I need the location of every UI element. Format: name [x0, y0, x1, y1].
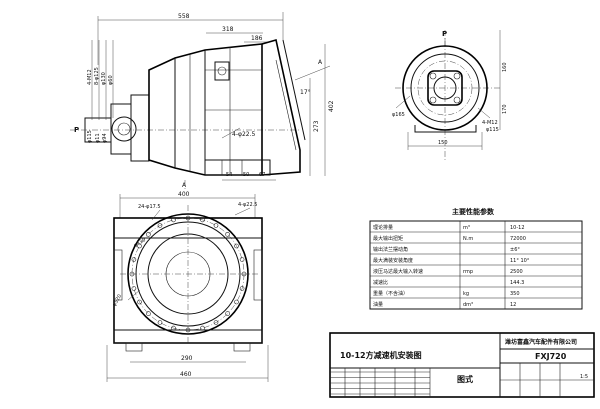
left-dimension-stack: 4-M12 8-φ125 φ130 φ60 φ115 φ11 φ94	[87, 40, 114, 143]
param-unit: rmp	[463, 269, 473, 275]
param-unit: kg	[463, 291, 469, 297]
hole-note-side: 4-φ22.5	[232, 131, 255, 138]
end-dim-phi165: φ165	[392, 112, 405, 118]
bolt-hole	[213, 320, 219, 325]
param-value: 10-12	[510, 225, 525, 231]
param-value: 12	[510, 302, 516, 308]
plan-holes-24: 24-φ17.5	[138, 204, 161, 210]
param-value: 2500	[510, 269, 523, 275]
param-name: 重量（不含油）	[373, 290, 408, 297]
dim-phi11: φ11	[95, 133, 101, 143]
bolt-hole	[129, 271, 135, 277]
bolt-hole	[137, 243, 142, 249]
bolt-hole	[225, 311, 230, 316]
dim-186: 186	[251, 35, 263, 42]
bolt-hole	[157, 223, 163, 228]
parameter-table: 主要性能参数 理论排量 m³ 10-12 最大输出扭矩 N.m 72000 输出法兰摆动角 ±…	[369, 207, 583, 310]
plan-dim-460: 460	[180, 371, 192, 378]
param-name: 油量	[373, 301, 383, 308]
bolt-hole	[157, 320, 163, 325]
bolt-hole	[137, 299, 142, 305]
plan-holes-4: 4-φ22.5	[238, 202, 257, 208]
dim-558: 558	[178, 13, 190, 20]
end-flange-square	[427, 70, 463, 106]
end-dim-phi115: φ115	[486, 127, 499, 133]
bolt-hole	[239, 257, 245, 262]
mounting-foot	[204, 159, 271, 176]
bolt-hole	[234, 243, 239, 249]
dim-phi94: φ94	[102, 133, 108, 143]
bolt-hole	[213, 223, 219, 228]
bolt-hole	[185, 215, 191, 221]
bolt-hole	[131, 257, 137, 262]
motor-flange	[110, 103, 132, 155]
label-a-top: A	[318, 59, 323, 66]
drawing-title: 10-12方减速机安装图	[340, 350, 422, 360]
dim-4-m12: 4-M12	[87, 69, 93, 85]
model-number: FXJ720	[535, 352, 567, 361]
param-name: 减速比	[373, 279, 388, 286]
param-unit: N.m	[463, 236, 473, 242]
label-p-side: P	[74, 126, 79, 134]
end-dim-4-m12: 4-M12	[482, 120, 498, 126]
plan-dia-520: φ520	[112, 294, 124, 308]
param-name: 液压马达最大输入转速	[373, 268, 423, 275]
bolt-hole	[200, 217, 205, 223]
company-name: 潍坊富鑫汽车配件有限公司	[505, 338, 577, 346]
plan-view: 400 24-φ17.5 4-φ22.5 φ520 φ430 290	[106, 191, 269, 382]
param-title: 主要性能参数	[452, 207, 495, 216]
title-block: 潍坊富鑫汽车配件有限公司 10-12方减速机安装图 FXJ720 图式 1:5	[329, 332, 595, 398]
param-unit: m³	[463, 225, 470, 231]
param-value: 72000	[510, 236, 526, 242]
drawing-subtitle: 图式	[457, 374, 473, 384]
mounting-bracket	[261, 38, 301, 176]
dim-50: 50	[243, 172, 249, 178]
bolt-hole	[225, 232, 230, 237]
end-outer-circle	[402, 45, 488, 131]
end-view: P 150 φ165 4-M12 φ115 160 170	[392, 30, 508, 160]
param-name: 最大输出扭矩	[373, 235, 403, 242]
dim-54: 54	[226, 172, 232, 178]
param-value: 11° 10°	[510, 258, 530, 264]
dim-phi60: φ60	[108, 75, 114, 85]
bolt-hole	[146, 232, 151, 237]
param-value: 350	[510, 291, 520, 297]
param-value: ±6°	[510, 247, 520, 253]
param-value: 144.3	[510, 280, 524, 286]
dim-402: 402	[328, 100, 335, 112]
bolt-hole	[171, 217, 176, 223]
bolt-hole	[131, 286, 137, 291]
label-p-end: P	[442, 30, 447, 38]
bolt-hole	[146, 311, 151, 316]
drawing-scale: 1:5	[580, 374, 588, 380]
end-dim-150: 150	[438, 140, 448, 146]
angle-17: 17°	[300, 89, 311, 96]
label-a-bottom: A	[182, 182, 187, 189]
param-name: 理论排量	[373, 224, 393, 231]
param-name: 最大满装安装角度	[373, 257, 413, 264]
plan-bolt-holes	[129, 215, 247, 333]
plan-dia-430: φ430	[133, 237, 147, 249]
plan-base	[113, 329, 263, 344]
dim-phi115: φ115	[87, 130, 93, 143]
end-dim-160: 160	[502, 62, 508, 72]
dim-8-phi125: 8-φ125	[94, 67, 100, 85]
dim-318: 318	[222, 26, 234, 33]
bolt-hole	[241, 271, 247, 277]
end-dim-170: 170	[502, 104, 508, 114]
side-view: 558 318 186 40	[70, 12, 335, 190]
param-unit: dm³	[463, 302, 473, 308]
param-name: 输出法兰摆动角	[373, 246, 408, 253]
plan-dim-290: 290	[181, 355, 193, 362]
dim-273: 273	[313, 120, 320, 132]
dim-phi130: φ130	[101, 72, 107, 85]
dim-67: 67	[259, 172, 265, 178]
bolt-hole	[234, 299, 239, 305]
bolt-hole	[239, 286, 245, 291]
plan-dim-400: 400	[178, 191, 190, 198]
